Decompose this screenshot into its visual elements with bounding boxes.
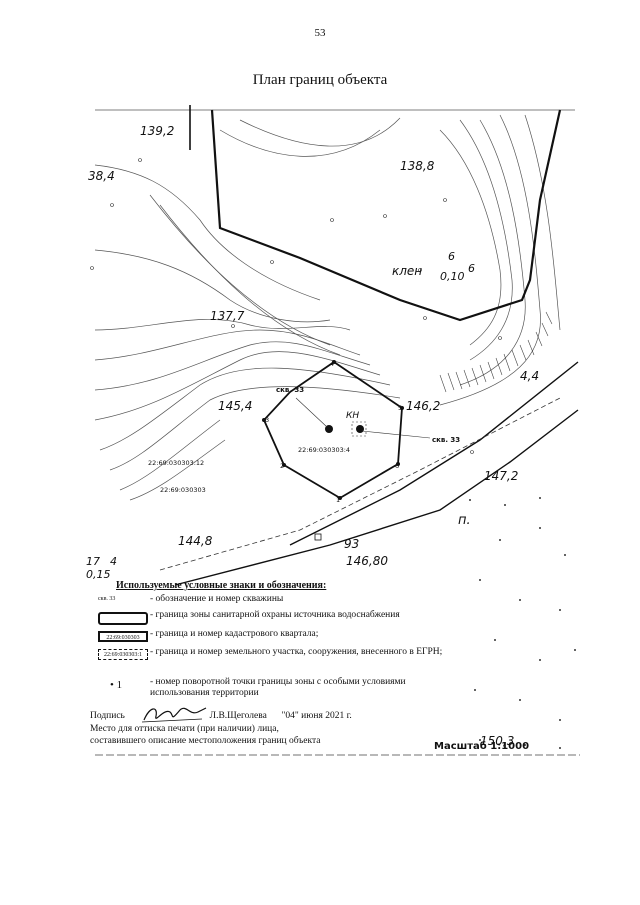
elevation-label: 139,2: [140, 124, 174, 138]
tree-number: 0,10: [440, 270, 465, 283]
turning-points: [262, 360, 404, 500]
point-number: 6: [395, 462, 399, 470]
edge-label: 4: [110, 555, 117, 568]
elevation-label: 147,2: [484, 469, 518, 483]
cadastral-quarter-boundary: [159, 397, 561, 571]
legend-text: - граница и номер земельного участка, со…: [150, 647, 443, 657]
legend-item-point: • 1 - номер поворотной точки границы зон…: [88, 677, 448, 707]
well-code: КН: [346, 411, 359, 421]
legend-text: - граница зоны санитарной охраны источни…: [150, 610, 400, 620]
well-marker: [356, 425, 364, 433]
point-symbol: • 1: [110, 679, 123, 691]
terrain-symbols: [90, 158, 502, 454]
edge-label: 17: [86, 555, 100, 568]
elevation-label: 38,4: [88, 169, 115, 183]
tree-label: клен: [392, 264, 422, 278]
legend-item-quarter: 22:69:030303 - граница и номер кадастров…: [88, 629, 448, 647]
point-number: 1: [336, 496, 340, 504]
survey-marker-icon: [314, 533, 322, 541]
quarter-label: 22:69:030303: [160, 486, 206, 494]
signature-block: Подпись Л.В.Щеголева "04" июня 2021 г. М…: [90, 710, 560, 748]
well-symbol: скв. 33: [98, 596, 116, 602]
edge-label: 0,15: [86, 568, 111, 581]
contour-lines: [94, 109, 575, 501]
legend-title: Используемые условные знаки и обозначени…: [116, 580, 327, 591]
elevation-label: 137,7: [210, 309, 245, 323]
legend-text: - номер поворотной точки границы зоны с …: [150, 677, 406, 698]
elevation-label: 150,3: [480, 734, 514, 748]
quarter-symbol: 22:69:030303: [98, 631, 148, 642]
point-number: 3: [265, 416, 269, 424]
slope-hatching: [439, 311, 553, 393]
road-line-upper: [289, 361, 579, 546]
legend-item-zone: - граница зоны санитарной охраны источни…: [88, 610, 448, 628]
legend-text: - граница и номер кадастрового квартала;: [150, 629, 319, 639]
road-line-lower: [174, 409, 579, 586]
point-number: 5: [398, 404, 402, 412]
elevation-label: 138,8: [400, 159, 435, 173]
vegetation-label: п.: [458, 513, 471, 528]
quarter-label: 22:69:030303:12: [148, 459, 204, 467]
stamp-place: Место для оттиска печати (при наличии) л…: [90, 723, 279, 734]
elevation-label: 144,8: [178, 534, 213, 548]
parcel-symbol: 22:69:030303:1: [98, 649, 148, 660]
elevation-label: 146,80: [346, 554, 388, 568]
sanitary-protection-zone: [262, 360, 403, 500]
zone-symbol: [98, 612, 148, 625]
legend-text: - обозначение и номер скважины: [150, 594, 284, 604]
elevation-label: 4,4: [520, 369, 539, 383]
signature-mark-icon: [141, 707, 207, 723]
elevation-label: 146,2: [406, 399, 440, 413]
point-number: 4: [330, 360, 334, 368]
legend-item-well: скв. 33 - обозначение и номер скважины: [88, 594, 448, 612]
vegetation-dots: [469, 497, 576, 749]
tree-number: 6: [448, 250, 455, 263]
signature-date: "04" июня 2021 г.: [281, 711, 352, 721]
water-body-boundary: [210, 109, 562, 322]
elevation-label: 145,4: [218, 399, 252, 413]
page-title: План границ объекта: [252, 72, 388, 88]
compiler-line: составившего описание местоположения гра…: [90, 736, 321, 746]
signature-line: Подпись Л.В.Щеголева "04" июня 2021 г.: [90, 710, 560, 723]
map-scale: Масштаб 1:1000: [434, 741, 530, 752]
well-label: скв. 33: [432, 436, 460, 444]
well-label: скв. 33: [276, 386, 304, 394]
tree-number: 6: [468, 262, 475, 275]
point-number: 2: [280, 462, 284, 470]
page-number: 53: [314, 27, 326, 39]
signature-prefix: Подпись: [90, 711, 125, 721]
well-kn-box: [351, 421, 367, 437]
well-leader-lines: [295, 397, 431, 439]
road-number: 93: [344, 537, 359, 551]
legend-item-parcel: 22:69:030303:1 - граница и номер земельн…: [88, 647, 448, 677]
parcel-label: 22:69:030303:4: [298, 446, 350, 454]
signer-name: Л.В.Щеголева: [209, 711, 267, 721]
